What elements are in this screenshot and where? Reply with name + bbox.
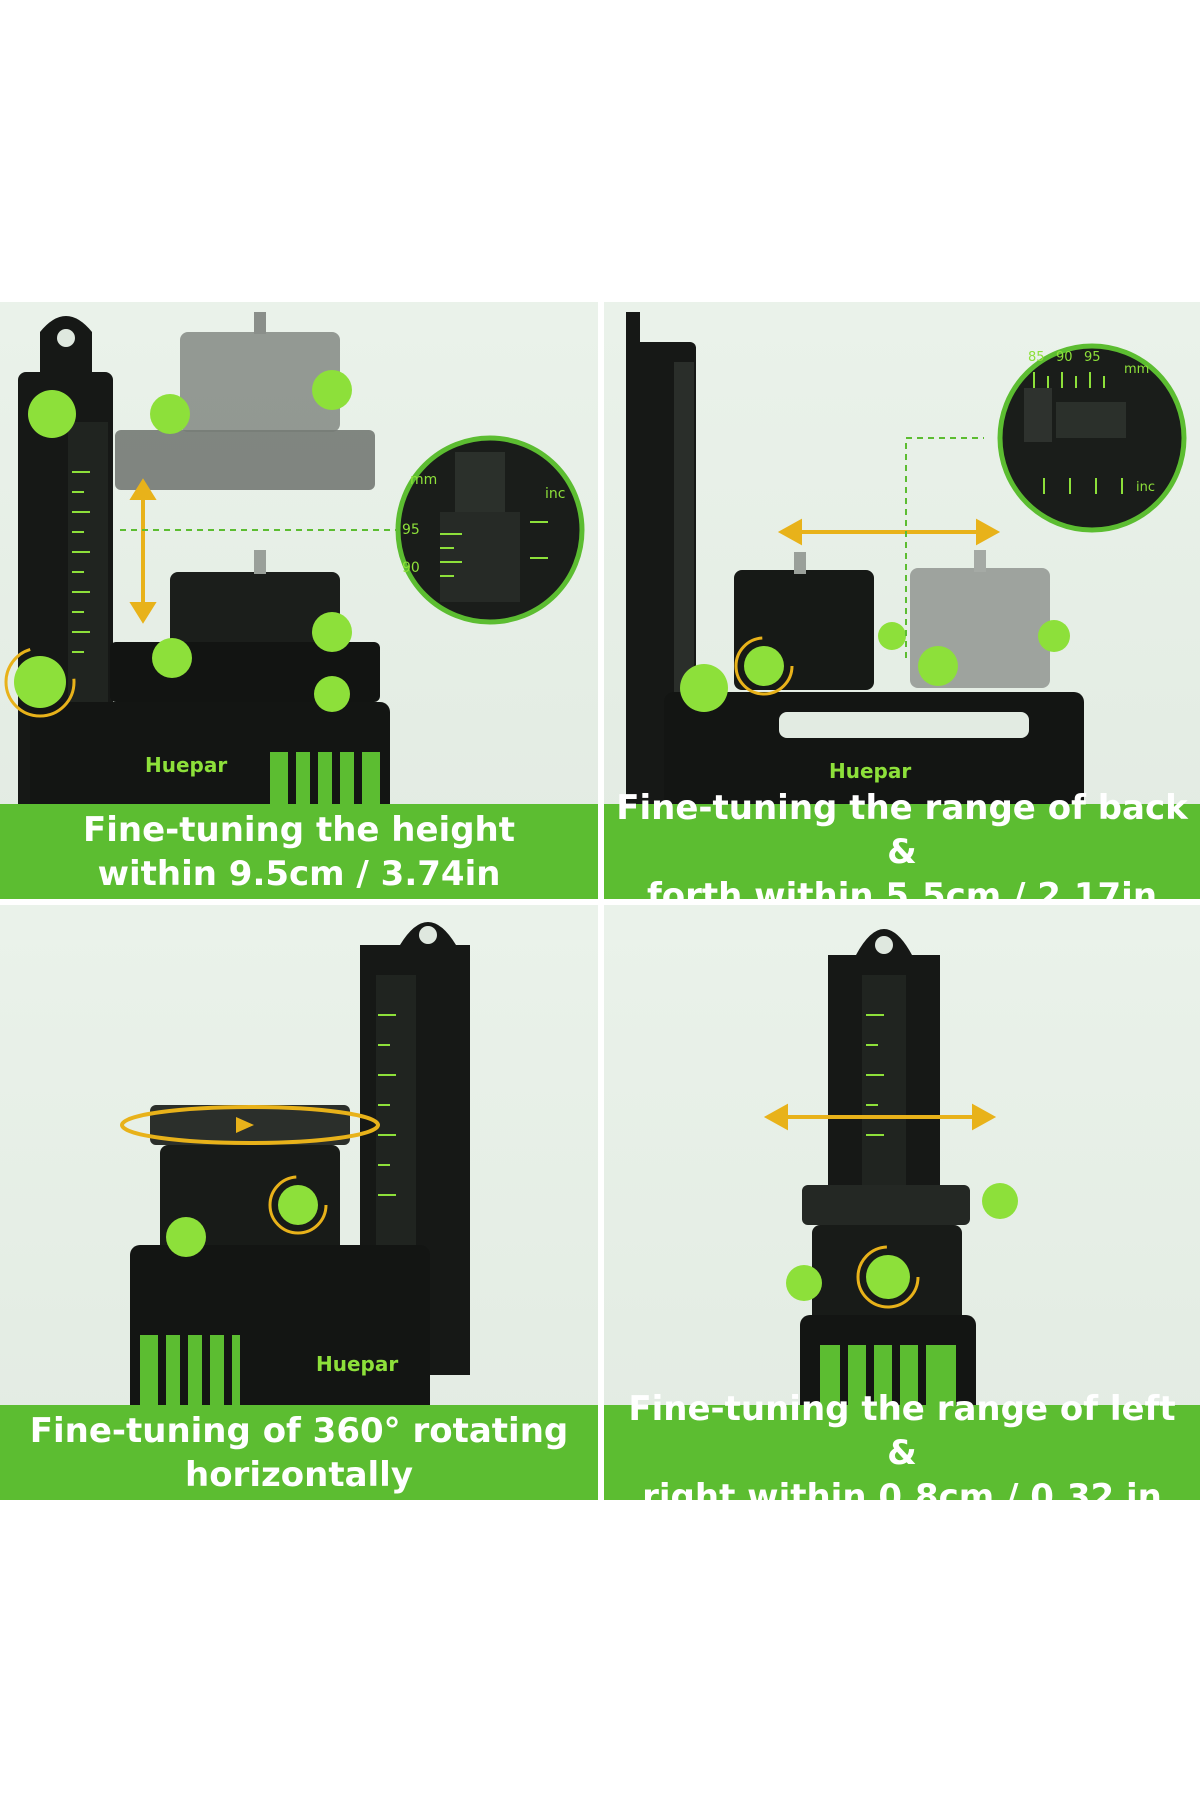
height-scale [378,1014,396,1196]
caption-rotating: Fine-tuning of 360° rotating horizontall… [0,1405,598,1500]
zoom-unit-inc: inc [1136,480,1155,495]
caption-left-right-line2: right within 0.8cm / 0.32 in [642,1476,1162,1501]
panel-rotating: Huepar Fine-tuning of 360° rotating hori… [0,905,598,1500]
adjust-knobs [786,1183,1018,1301]
panel-height: Huepar mm inc 95 90 [0,302,598,899]
product-image-rotating: Huepar [120,922,470,1415]
height-scale [72,471,90,653]
product-image-left-right [763,929,1018,1421]
caption-height-line1: Fine-tuning the height [82,809,516,850]
zoom-mark-95: 95 [402,522,420,538]
brand-logo: Huepar [829,759,911,783]
panel-left-right: Fine-tuning the range of left & right wi… [604,905,1200,1500]
zoom-mark-90: 90 [1056,350,1073,365]
zoom-unit-inc: inc [545,486,566,502]
zoom-unit-mm: mm [410,472,438,488]
back-forth-arrow [777,518,1001,546]
brand-logo: Huepar [316,1352,398,1376]
caption-back-forth-line2: forth within 5.5cm / 2.17in [646,875,1158,900]
height-scale [866,1014,884,1136]
zoom-mark-85: 85 [1028,350,1045,365]
adjust-knobs [166,1185,318,1257]
caption-left-right: Fine-tuning the range of left & right wi… [604,1389,1200,1501]
caption-rotating-line1: Fine-tuning of 360° rotating [29,1410,569,1451]
caption-rotating-line2: horizontally [184,1454,413,1495]
zoom-unit-mm: mm [1124,362,1150,377]
caption-back-forth: Fine-tuning the range of back & forth wi… [604,788,1200,900]
caption-back-forth-line1: Fine-tuning the range of back & [616,787,1188,872]
scale-zoom-detail [395,435,585,625]
left-right-arrow [763,1103,997,1131]
caption-left-right-line1: Fine-tuning the range of left & [628,1388,1176,1473]
scale-zoom-detail [997,343,1187,533]
adjust-knobs [14,370,352,712]
caption-height: Fine-tuning the height within 9.5cm / 3.… [0,804,598,899]
zoom-mark-95: 95 [1084,350,1101,365]
zoom-mark-90: 90 [402,560,420,576]
adjust-knobs [680,620,1070,712]
rotation-arrow [120,1105,380,1145]
caption-height-line2: within 9.5cm / 3.74in [97,853,501,894]
height-arrow [129,478,157,624]
brand-logo: Huepar [145,753,227,777]
panel-back-forth: Huepar [604,302,1200,899]
product-image-height: Huepar [4,312,585,842]
